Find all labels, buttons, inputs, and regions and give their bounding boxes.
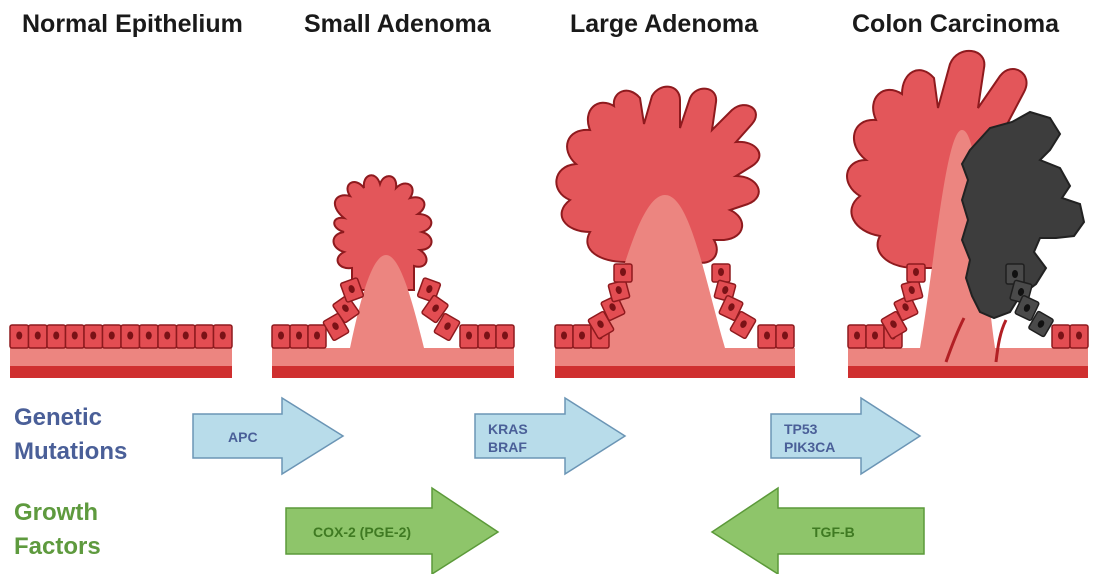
row-label-line: Factors	[14, 530, 101, 564]
nucleus	[561, 332, 567, 340]
stroma-layer	[555, 348, 795, 366]
basement-membrane	[848, 366, 1088, 378]
epithelial-cell	[290, 325, 308, 348]
epithelial-cell	[308, 325, 326, 348]
epithelial-cell	[158, 325, 177, 348]
nucleus	[484, 332, 490, 340]
epithelial-cell	[121, 325, 140, 348]
row-label-growth-factors: Growth Factors	[14, 496, 101, 564]
nucleus	[314, 332, 320, 340]
stroma-layer	[10, 348, 232, 366]
nucleus	[35, 332, 41, 340]
arrow-label-cox2: COX-2 (PGE-2)	[313, 523, 411, 541]
nucleus	[718, 268, 724, 276]
nucleus	[579, 332, 585, 340]
stroma-layer	[848, 348, 1088, 366]
epithelial-cell	[214, 325, 233, 348]
arrow-label-apc: APC	[228, 428, 258, 446]
mutation-label: BRAF	[488, 438, 528, 456]
epithelial-cell	[608, 280, 630, 302]
epithelial-cell	[573, 325, 591, 348]
basement-membrane	[555, 366, 795, 378]
mutation-label: TP53	[784, 420, 835, 438]
normal-epithelium-illustration	[10, 325, 232, 378]
nucleus	[782, 332, 788, 340]
nucleus	[296, 332, 302, 340]
growth-factor-label: TGF-B	[812, 523, 855, 541]
mutation-label: PIK3CA	[784, 438, 835, 456]
epithelial-cell	[272, 325, 290, 348]
epithelial-cell	[29, 325, 48, 348]
epithelial-cell	[866, 325, 884, 348]
nucleus	[466, 332, 472, 340]
row-label-line: Growth	[14, 496, 101, 530]
epithelial-cell	[10, 325, 29, 348]
row-label-line: Mutations	[14, 435, 127, 469]
epithelial-cell	[103, 325, 122, 348]
mutation-label: APC	[228, 428, 258, 446]
epithelial-cell	[712, 264, 730, 282]
epithelial-cell	[177, 325, 196, 348]
arrow-label-tp53-pik3ca: TP53 PIK3CA	[784, 420, 835, 456]
epithelial-cell	[460, 325, 478, 348]
nucleus	[854, 332, 860, 340]
nucleus	[127, 332, 133, 340]
nucleus	[90, 332, 96, 340]
row-label-genetic-mutations: Genetic Mutations	[14, 401, 127, 469]
nucleus	[1058, 332, 1064, 340]
basement-membrane	[10, 366, 232, 378]
nucleus	[146, 332, 152, 340]
epithelial-cell	[848, 325, 866, 348]
epithelial-cell	[84, 325, 103, 348]
row-label-line: Genetic	[14, 401, 127, 435]
nucleus	[872, 332, 878, 340]
small-adenoma-illustration	[272, 175, 514, 378]
nucleus	[278, 332, 284, 340]
epithelial-cell	[478, 325, 496, 348]
epithelial-cell	[496, 325, 514, 348]
epithelial-cell	[66, 325, 85, 348]
nucleus	[913, 268, 919, 276]
large-adenoma-illustration	[555, 87, 795, 378]
nucleus	[109, 332, 115, 340]
genetic-arrow-apc	[193, 398, 343, 474]
epithelial-cell	[907, 264, 925, 282]
stroma-layer	[272, 348, 514, 366]
nucleus	[16, 332, 22, 340]
growth-factor-label: COX-2 (PGE-2)	[313, 523, 411, 541]
mutation-label: KRAS	[488, 420, 528, 438]
nucleus	[72, 332, 78, 340]
basement-membrane	[272, 366, 514, 378]
epithelial-cell	[614, 264, 632, 282]
epithelial-cell	[195, 325, 214, 348]
nucleus	[502, 332, 508, 340]
epithelial-cell	[1052, 325, 1070, 348]
epithelial-cell	[776, 325, 794, 348]
arrow-label-kras-braf: KRAS BRAF	[488, 420, 528, 456]
epithelial-cell	[47, 325, 66, 348]
epithelial-cell	[555, 325, 573, 348]
nucleus	[201, 332, 207, 340]
epithelial-cell	[1070, 325, 1088, 348]
nucleus	[764, 332, 770, 340]
epithelial-cell-row	[10, 325, 232, 348]
nucleus	[53, 332, 59, 340]
nucleus	[1076, 332, 1082, 340]
epithelial-cell	[758, 325, 776, 348]
nucleus	[220, 332, 226, 340]
epithelial-cell	[901, 280, 923, 302]
nucleus	[164, 332, 170, 340]
nucleus	[183, 332, 189, 340]
epithelial-cell	[140, 325, 159, 348]
nucleus	[620, 268, 626, 276]
arrow-label-tgfb: TGF-B	[812, 523, 855, 541]
colon-carcinoma-illustration	[847, 51, 1088, 378]
